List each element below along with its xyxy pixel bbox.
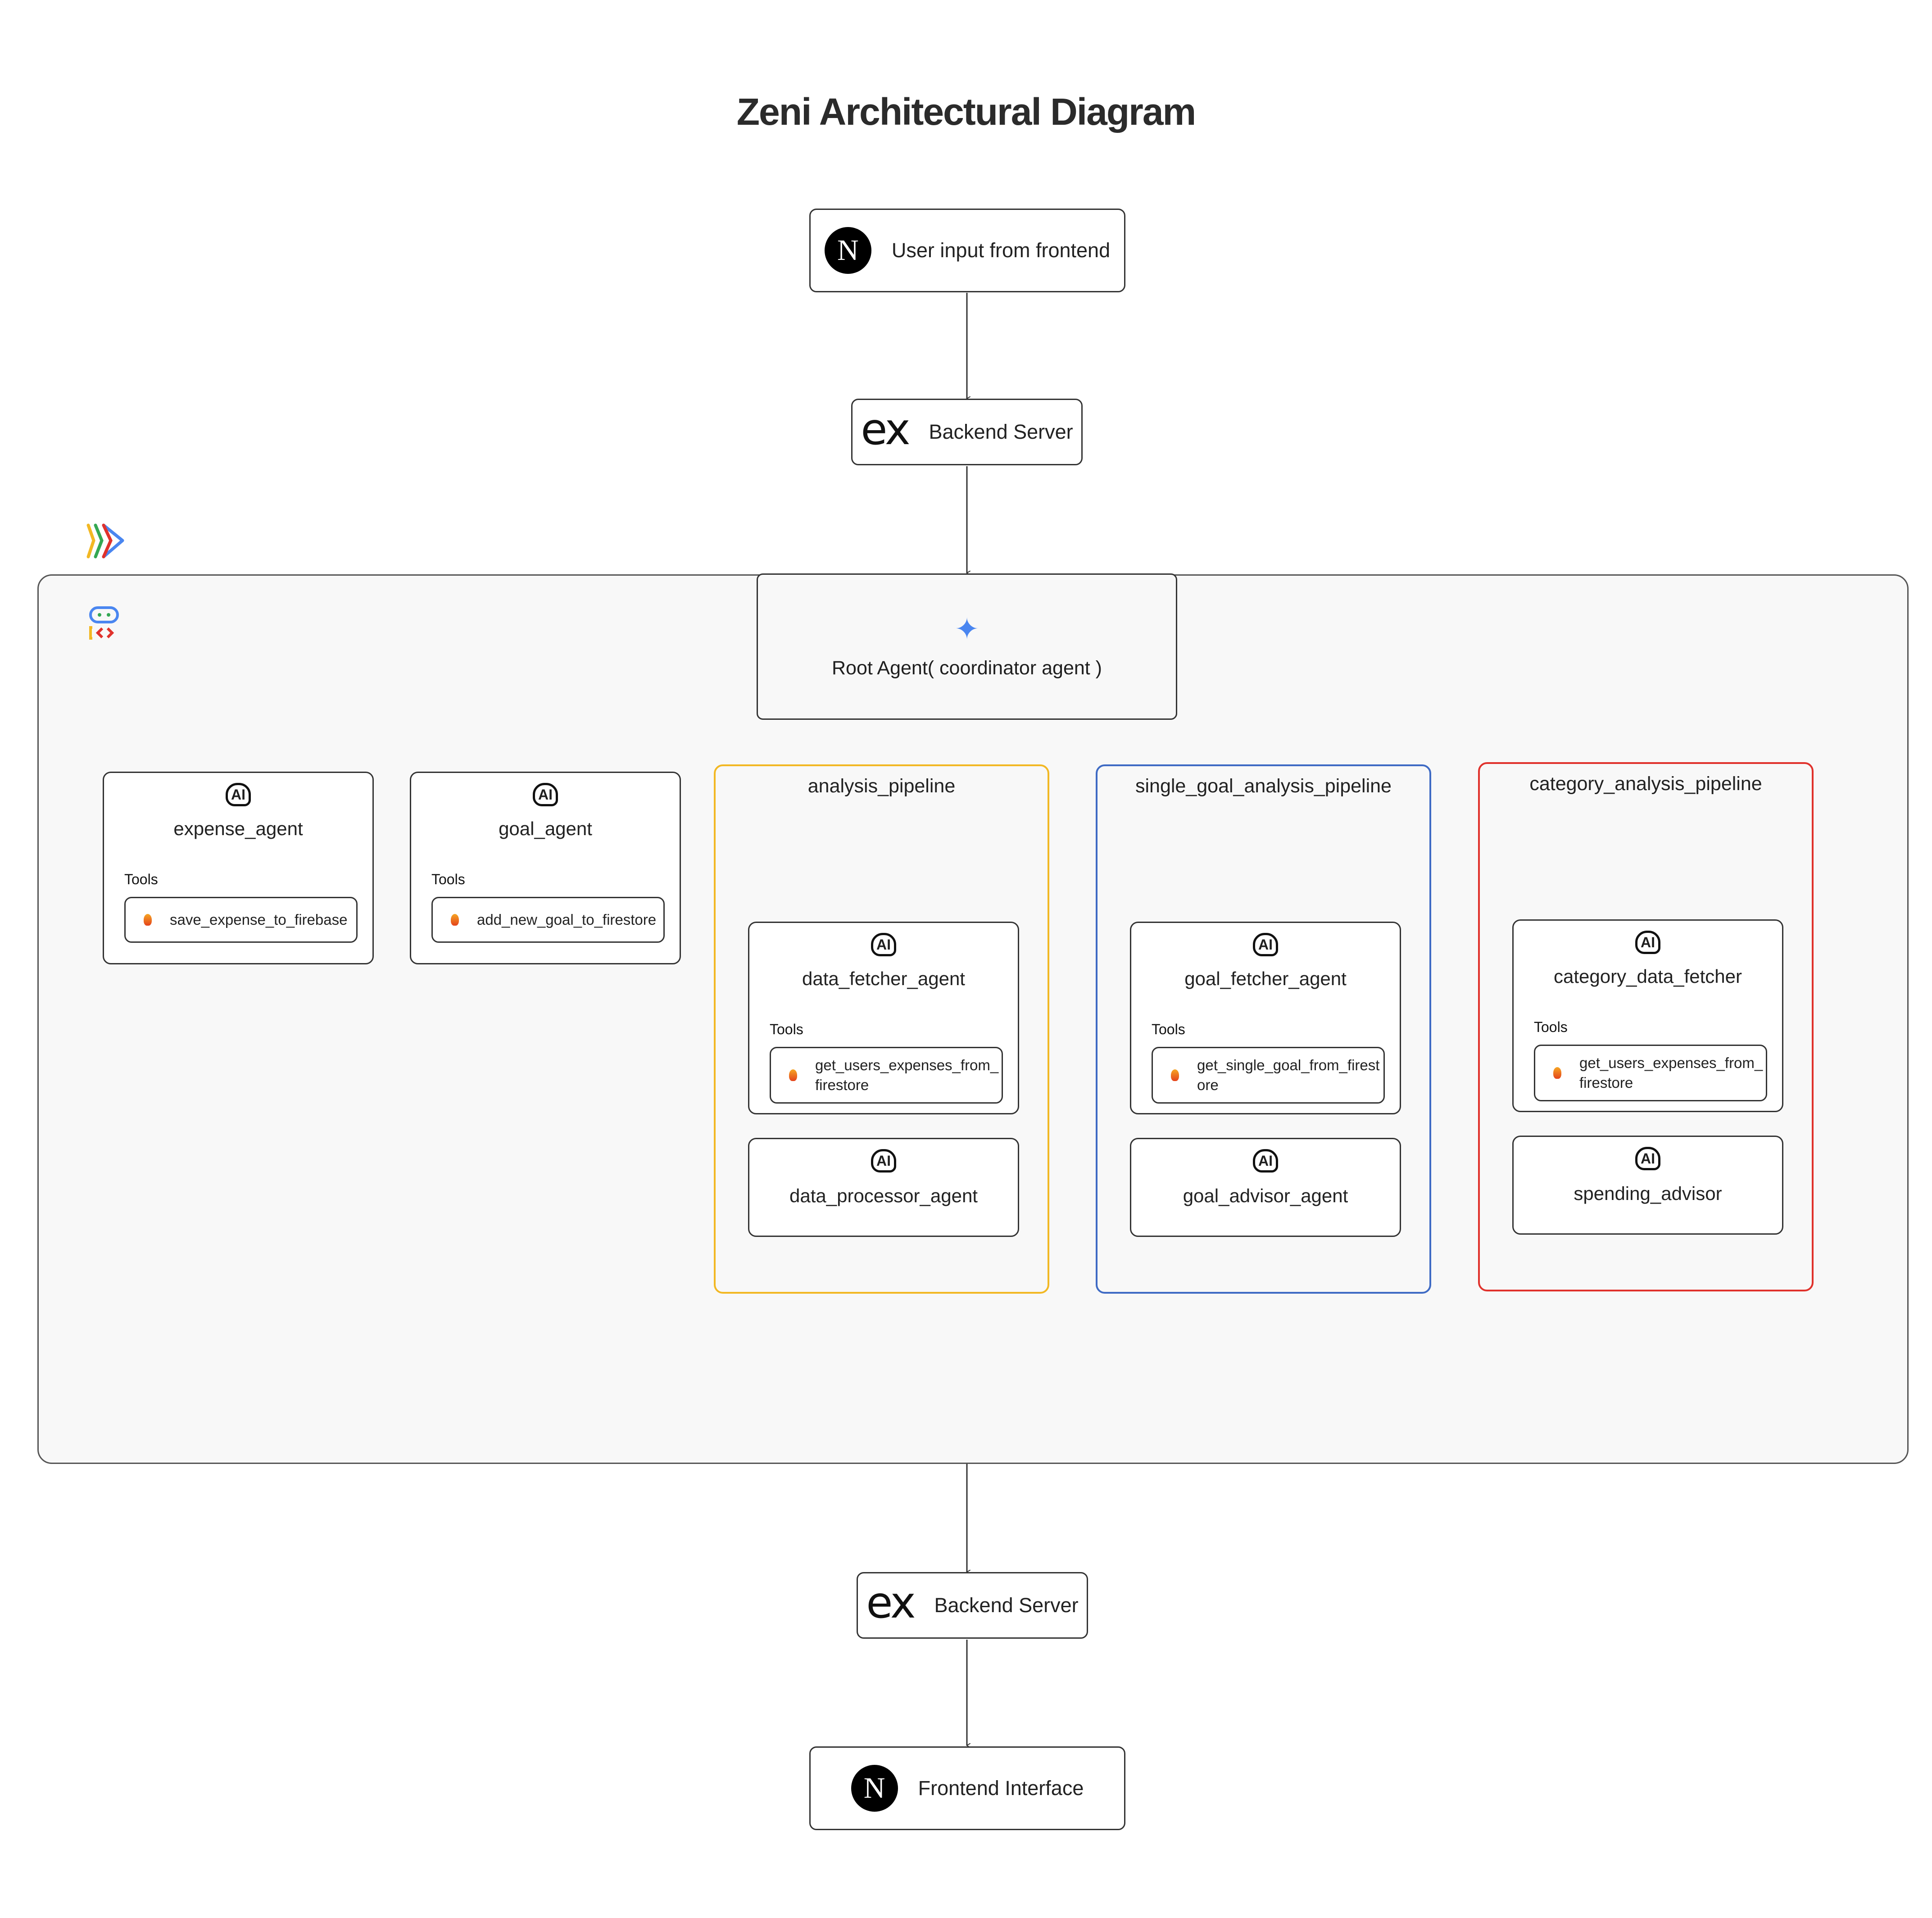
tool-chip[interactable]: save_expense_to_firebase xyxy=(124,897,358,943)
tool-name: get_users_expenses_from_firestore xyxy=(815,1057,999,1093)
tool-chip[interactable]: add_new_goal_to_firestore xyxy=(431,897,665,943)
node-label: User input from frontend xyxy=(891,239,1111,262)
ai-head-icon: AI xyxy=(226,783,251,806)
frontend-input-node[interactable]: N User input from frontend xyxy=(809,209,1125,292)
agent-name: goal_advisor_agent xyxy=(1183,1185,1348,1206)
tool-chip[interactable]: get_single_goal_from_firestore xyxy=(1152,1047,1385,1104)
tools-label: Tools xyxy=(431,871,465,887)
analysis-pipeline-group: analysis_pipeline AI data_fetcher_agent … xyxy=(714,764,1049,1294)
express-logo-icon: ex xyxy=(861,404,910,455)
root-agent-label: Root Agent( coordinator agent ) xyxy=(832,657,1102,679)
nextjs-logo-icon: N xyxy=(824,227,871,274)
agent-name: expense_agent xyxy=(173,818,303,839)
goal-advisor-agent-node[interactable]: AI goal_advisor_agent xyxy=(1130,1138,1401,1237)
expense-agent-node[interactable]: AI expense_agent Tools save_expense_to_f… xyxy=(103,772,374,964)
tool-name: add_new_goal_to_firestore xyxy=(477,911,657,928)
backend-server-node-top[interactable]: ex Backend Server xyxy=(851,399,1083,465)
node-label: Frontend Interface xyxy=(918,1777,1084,1800)
root-agent-node[interactable]: ✦ Root Agent( coordinator agent ) xyxy=(757,573,1177,720)
nextjs-logo-icon: N xyxy=(851,1765,898,1812)
tool-name: get_users_expenses_from_firestore xyxy=(1579,1054,1763,1091)
frontend-interface-node[interactable]: N Frontend Interface xyxy=(809,1746,1125,1830)
ai-head-icon: AI xyxy=(871,1149,896,1173)
tools-label: Tools xyxy=(1534,1019,1568,1035)
agent-name: goal_fetcher_agent xyxy=(1184,968,1347,989)
ai-head-icon: AI xyxy=(1253,933,1278,956)
tool-chip[interactable]: get_users_expenses_from_firestore xyxy=(1534,1045,1767,1101)
ai-head-icon: AI xyxy=(533,783,558,806)
agent-name: category_data_fetcher xyxy=(1554,966,1742,987)
tool-name: get_single_goal_from_firestore xyxy=(1197,1057,1380,1093)
tools-label: Tools xyxy=(770,1021,803,1037)
tool-name: save_expense_to_firebase xyxy=(170,911,348,928)
firebase-icon xyxy=(1553,1067,1561,1079)
category-analysis-pipeline-group: category_analysis_pipeline AI category_d… xyxy=(1478,762,1814,1291)
goal-agent-node[interactable]: AI goal_agent Tools add_new_goal_to_fire… xyxy=(410,772,681,964)
sparkle-icon: ✦ xyxy=(954,612,980,645)
tools-label: Tools xyxy=(1152,1021,1185,1037)
node-label: Backend Server xyxy=(934,1594,1079,1617)
data-fetcher-agent-node[interactable]: AI data_fetcher_agent Tools get_users_ex… xyxy=(748,922,1019,1114)
adk-logo-icon xyxy=(86,523,124,559)
tools-label: Tools xyxy=(124,871,158,887)
pipeline-name: category_analysis_pipeline xyxy=(1529,773,1762,795)
firebase-icon xyxy=(144,914,152,926)
agent-name: goal_agent xyxy=(499,818,592,839)
firebase-icon xyxy=(1171,1069,1179,1081)
category-data-fetcher-node[interactable]: AI category_data_fetcher Tools get_users… xyxy=(1512,919,1783,1112)
ai-head-icon: AI xyxy=(1635,931,1660,954)
data-processor-agent-node[interactable]: AI data_processor_agent xyxy=(748,1138,1019,1237)
firebase-icon xyxy=(451,914,459,926)
ai-head-icon: AI xyxy=(871,933,896,956)
express-logo-icon: ex xyxy=(866,1577,916,1628)
backend-server-node-bottom[interactable]: ex Backend Server xyxy=(857,1572,1088,1639)
node-label: Backend Server xyxy=(929,420,1073,443)
tool-chip[interactable]: get_users_expenses_from_firestore xyxy=(770,1047,1003,1104)
page-title: Zeni Architectural Diagram xyxy=(736,91,1197,133)
agent-builder-icon xyxy=(89,606,119,640)
ai-head-icon: AI xyxy=(1635,1147,1660,1170)
agent-name: data_fetcher_agent xyxy=(802,968,965,989)
agent-name: spending_advisor xyxy=(1574,1183,1722,1204)
agent-name: data_processor_agent xyxy=(789,1185,978,1206)
pipeline-name: analysis_pipeline xyxy=(807,775,956,797)
spending-advisor-node[interactable]: AI spending_advisor xyxy=(1512,1136,1783,1235)
ai-head-icon: AI xyxy=(1253,1149,1278,1173)
pipeline-name: single_goal_analysis_pipeline xyxy=(1135,775,1392,797)
goal-fetcher-agent-node[interactable]: AI goal_fetcher_agent Tools get_single_g… xyxy=(1130,922,1401,1114)
single-goal-analysis-pipeline-group: single_goal_analysis_pipeline AI goal_fe… xyxy=(1096,764,1431,1294)
firebase-icon xyxy=(789,1069,797,1081)
